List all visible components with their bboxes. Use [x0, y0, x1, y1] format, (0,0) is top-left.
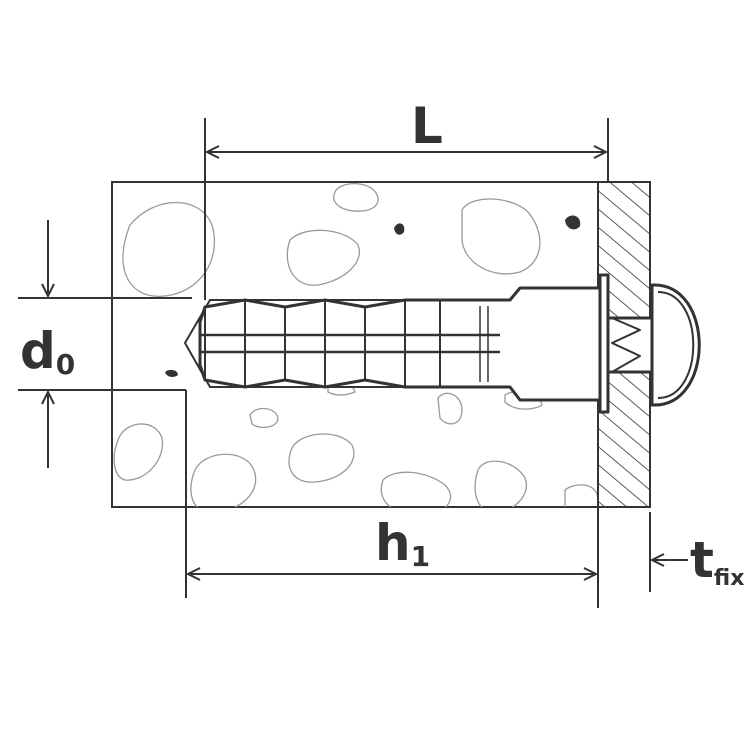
screw: [606, 283, 701, 407]
dimension-lines: [18, 118, 688, 608]
fixture-thickness-main: t: [690, 531, 714, 589]
pore-dot: [394, 223, 405, 235]
drill-diameter-main: d: [20, 322, 56, 380]
pore-dot: [565, 215, 581, 230]
length-label-text: L: [411, 97, 443, 155]
aggregate-stones: [113, 182, 598, 507]
embed-depth-label: h1: [375, 518, 430, 571]
fixture-thickness-sub: fix: [713, 566, 745, 591]
pore-dot: [165, 369, 178, 377]
wall-plug: [198, 273, 610, 414]
embed-depth-main: h: [375, 514, 411, 572]
drill-diameter-label: d0: [20, 326, 75, 379]
embed-depth-sub: 1: [410, 540, 431, 573]
length-label: L: [411, 101, 443, 151]
drill-diameter-sub: 0: [55, 348, 76, 381]
fixture-thickness-label: tfix: [690, 535, 744, 590]
